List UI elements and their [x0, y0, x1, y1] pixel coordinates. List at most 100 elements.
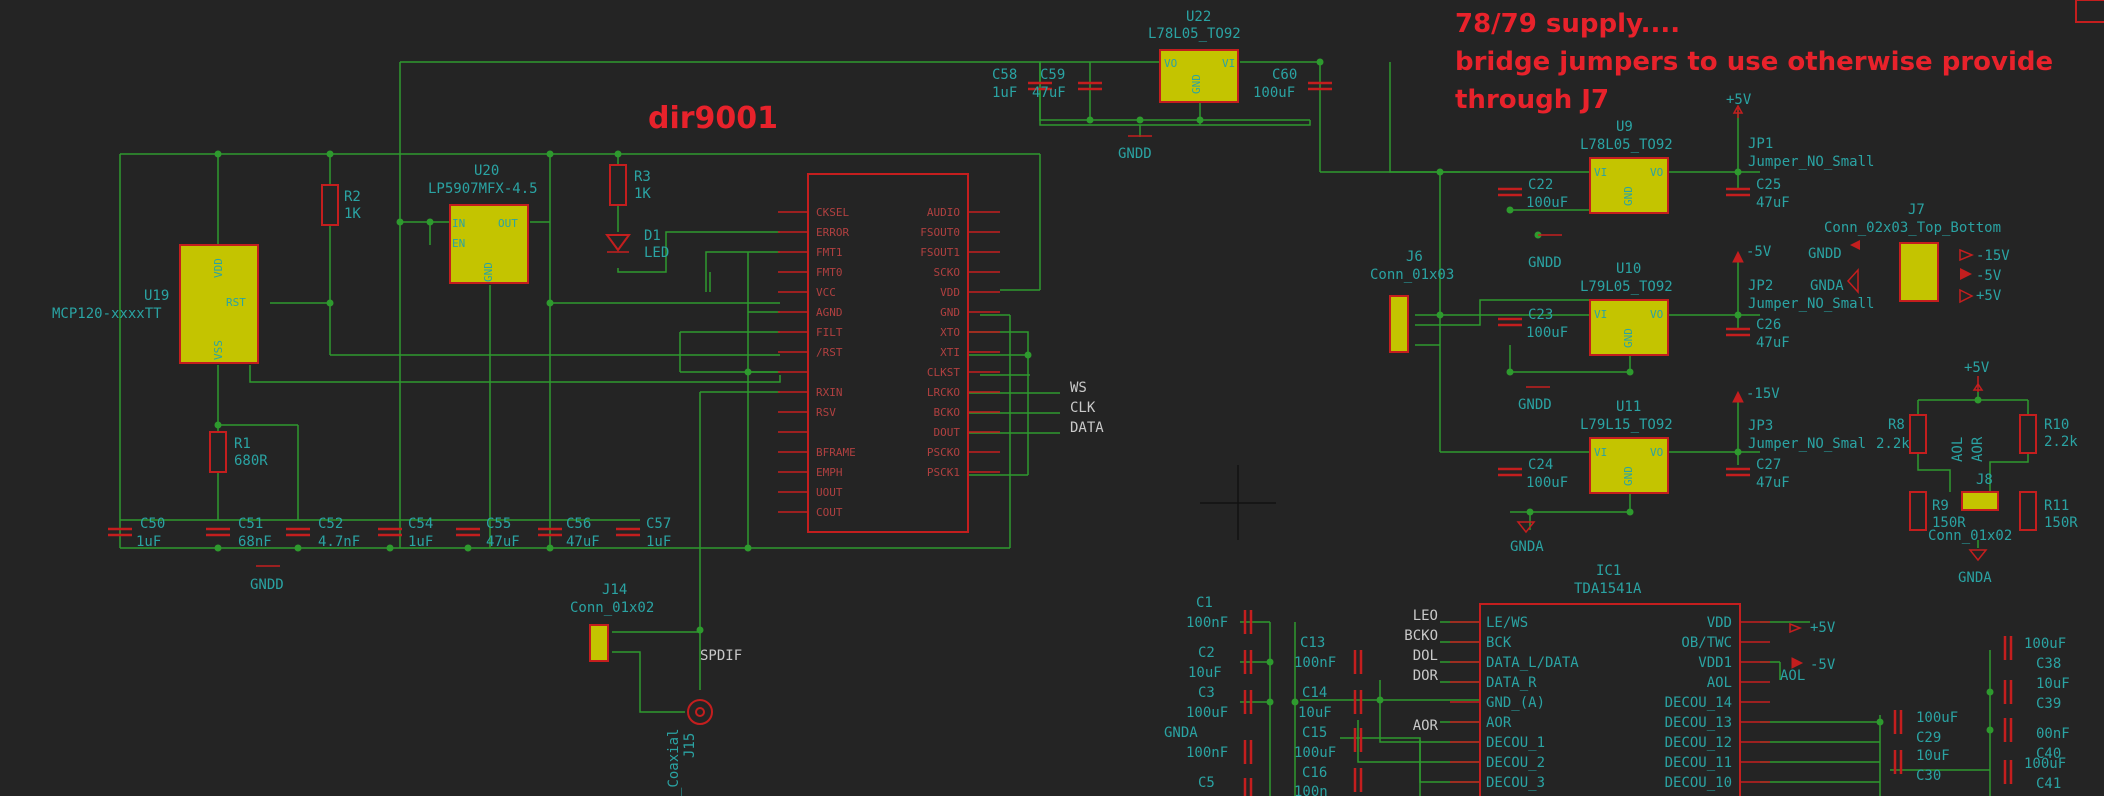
capacitor[interactable]	[1353, 728, 1363, 752]
dir-right-pin-label: PSCK1	[927, 466, 960, 479]
u22-value: L78L05_TO92	[1148, 26, 1241, 42]
r1-ref: R1	[234, 436, 251, 452]
capacitor[interactable]	[1353, 690, 1363, 714]
u10-body[interactable]	[1589, 299, 1669, 356]
j15-body[interactable]	[687, 699, 713, 725]
capacitor[interactable]	[1726, 327, 1750, 337]
junction-dot	[326, 299, 334, 307]
wires	[119, 61, 2029, 796]
capacitor[interactable]	[1243, 650, 1253, 674]
r9-body[interactable]	[1909, 491, 1927, 531]
j7-m15v-label: -15V	[1976, 248, 2010, 264]
c22-ref: C22	[1528, 177, 1553, 193]
c38-ref: C38	[2036, 656, 2061, 672]
junction-dot	[326, 150, 334, 158]
ic1-right-pin-label: DECOU_14	[1665, 695, 1732, 711]
u22-body[interactable]	[1159, 49, 1239, 103]
capacitor[interactable]	[1243, 690, 1253, 714]
capacitor[interactable]	[1308, 81, 1332, 91]
c59-ref: C59	[1040, 67, 1065, 83]
u9-body[interactable]	[1589, 157, 1669, 214]
ic1-body[interactable]	[1479, 603, 1741, 796]
j7-gndd-label: GNDD	[1808, 246, 1842, 262]
capacitor[interactable]	[538, 527, 562, 537]
dir-left-pin-label: FMT1	[816, 246, 843, 259]
capacitor[interactable]	[2003, 718, 2013, 742]
r2-body[interactable]	[321, 184, 339, 226]
u19-body[interactable]	[179, 244, 259, 364]
u20-in-pin: IN	[452, 217, 465, 230]
capacitor[interactable]	[378, 527, 402, 537]
capacitor[interactable]	[1893, 750, 1903, 774]
spdif-net-label: SPDIF	[700, 648, 742, 664]
r10-ref: R10	[2044, 417, 2069, 433]
c29-value2: 100uF	[1916, 710, 1958, 726]
dir-left-pin-label: UOUT	[816, 486, 843, 499]
capacitor[interactable]	[1078, 81, 1102, 91]
capacitor[interactable]	[1498, 317, 1522, 327]
ic1-net-label: DOL	[1413, 648, 1438, 664]
c57-ref: C57	[646, 516, 671, 532]
r8-body[interactable]	[1909, 414, 1927, 454]
j6-body[interactable]	[1389, 295, 1409, 353]
ic1-right-pin-label: OB/TWC	[1681, 635, 1732, 651]
junction-dot	[426, 218, 434, 226]
r11-body[interactable]	[2019, 491, 2037, 531]
capacitor[interactable]	[1498, 467, 1522, 477]
u20-body[interactable]	[449, 204, 529, 284]
capacitor[interactable]	[1243, 610, 1253, 634]
dir-left-pin-label: /RST	[816, 346, 843, 359]
junction-dot	[546, 544, 554, 552]
c1-value: 100nF	[1186, 615, 1228, 631]
d1-body[interactable]	[605, 234, 631, 252]
c27-ref: C27	[1756, 457, 1781, 473]
c54-ref: C54	[408, 516, 433, 532]
junction-dot	[396, 218, 404, 226]
ic1-net-label: AOR	[1413, 718, 1439, 734]
capacitor[interactable]	[1243, 740, 1253, 764]
dir-left-pin-label: CKSEL	[816, 206, 849, 219]
capacitor[interactable]	[206, 527, 230, 537]
c39-value: 00nF	[2036, 726, 2070, 742]
junction-dot	[386, 544, 394, 552]
capacitor[interactable]	[2003, 680, 2013, 704]
r3-body[interactable]	[609, 164, 627, 206]
capacitor[interactable]	[286, 527, 310, 537]
capacitor[interactable]	[456, 527, 480, 537]
capacitor[interactable]	[1353, 768, 1363, 792]
dir9001-body[interactable]	[807, 173, 969, 533]
u22-ref: U22	[1186, 9, 1211, 25]
capacitor[interactable]	[108, 527, 132, 537]
junction-dot	[1506, 368, 1514, 376]
capacitor[interactable]	[2003, 760, 2013, 784]
c40-ref: C40	[2036, 746, 2061, 762]
c25-ref: C25	[1756, 177, 1781, 193]
r1-body[interactable]	[209, 431, 227, 473]
capacitor[interactable]	[1893, 710, 1903, 734]
u10-ref: U10	[1616, 261, 1641, 277]
capacitor[interactable]	[1028, 81, 1052, 91]
j7-body[interactable]	[1899, 242, 1939, 302]
capacitor[interactable]	[1726, 467, 1750, 477]
capacitor[interactable]	[1498, 187, 1522, 197]
capacitor[interactable]	[1353, 650, 1363, 674]
dir-left-pin-label: FILT	[816, 326, 843, 339]
j7-gnda-label: GNDA	[1810, 278, 1844, 294]
capacitor[interactable]	[616, 527, 640, 537]
dir-right-pin-label: VDD	[940, 286, 960, 299]
junction-dot	[1196, 116, 1204, 124]
ic1-right-pin-label: DECOU_11	[1665, 755, 1732, 771]
r10-body[interactable]	[2019, 414, 2037, 454]
u11-body[interactable]	[1589, 437, 1669, 494]
capacitor[interactable]	[1243, 778, 1253, 796]
j14-body[interactable]	[589, 624, 609, 662]
u10-vi-pin: VI	[1594, 308, 1607, 321]
aor-net-label: AOR	[1970, 436, 1986, 462]
junction-dot	[1136, 116, 1144, 124]
dir-left-pin-label: EMPH	[816, 466, 843, 479]
capacitor[interactable]	[2003, 636, 2013, 660]
capacitor[interactable]	[1726, 187, 1750, 197]
j8-body[interactable]	[1961, 491, 1999, 511]
junction-dot	[1316, 58, 1324, 66]
